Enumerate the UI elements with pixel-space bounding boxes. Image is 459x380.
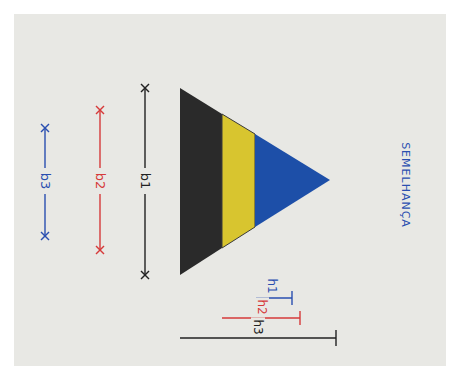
blue-part (255, 134, 330, 227)
title-note: SEMELHANÇA (399, 140, 412, 230)
dimension-label: h3 (251, 317, 265, 336)
dimension-label: h2 (255, 297, 269, 316)
paper-ground (14, 14, 446, 366)
yellow-part (222, 114, 255, 248)
black-part (180, 88, 222, 275)
dimension-label: h1 (265, 276, 279, 295)
dimension-label: b2 (93, 171, 108, 192)
dimension-label: b1 (138, 171, 153, 192)
dimension-label: b3 (38, 171, 53, 192)
